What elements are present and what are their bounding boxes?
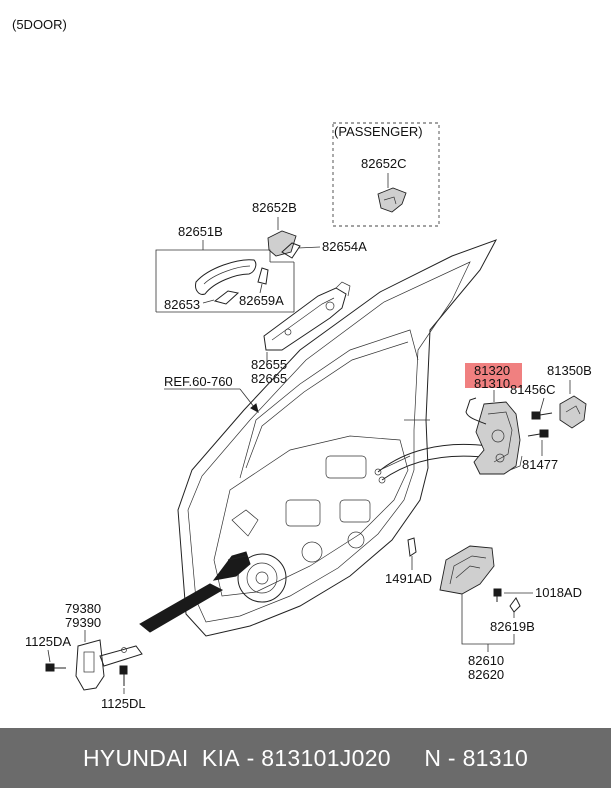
- cap-82619B: [509, 597, 521, 613]
- footer-catalog-ref: N - 81310: [424, 744, 529, 771]
- label-82610: 82610: [468, 653, 504, 668]
- door-checker: [75, 639, 143, 691]
- label-1125DL: 1125DL: [101, 696, 146, 711]
- clip-1491AD: [407, 537, 417, 557]
- cap-gasket: [281, 242, 301, 259]
- footer-separator: -: [239, 744, 262, 771]
- label-1018AD: 1018AD: [535, 585, 582, 600]
- handle-pad-front: [213, 290, 240, 305]
- label-82620: 82620: [468, 667, 504, 682]
- label-1125DA: 1125DA: [25, 634, 71, 649]
- label-82619B: 82619B: [490, 619, 535, 634]
- highlight-81320-81310: [465, 363, 522, 388]
- door-striker: [559, 395, 587, 429]
- latch-cables: [374, 443, 493, 484]
- label-81477: 81477: [522, 457, 558, 472]
- part-number-footer: HYUNDAI KIA - 813101J020 N - 81310: [0, 728, 611, 788]
- label-82655: 82655: [251, 357, 287, 372]
- latch-screw-81477: [527, 429, 549, 438]
- handle-pad-rear: [257, 267, 269, 285]
- inside-door-handle: [439, 545, 495, 595]
- label-81320: 81320: [474, 363, 510, 378]
- footer-part-number: 813101J020: [261, 744, 391, 771]
- passenger-box-label: (PASSENGER): [334, 124, 423, 139]
- label-82659A: 82659A: [239, 293, 284, 308]
- label-82653: 82653: [164, 297, 200, 312]
- ref-label: REF.60-760: [164, 374, 233, 389]
- door-latch-assembly: [465, 397, 523, 475]
- door-checker-link: [139, 551, 251, 633]
- latch-screw-81456C: [531, 411, 553, 420]
- footer-gap: [391, 745, 424, 772]
- label-1491AD: 1491AD: [385, 571, 432, 586]
- door-panel: [177, 239, 498, 637]
- screw-1018AD: [493, 588, 502, 602]
- bolt-1125DL: [119, 665, 128, 686]
- label-82652B: 82652B: [252, 200, 297, 215]
- label-79390: 79390: [65, 615, 101, 630]
- passenger-box: [332, 122, 440, 227]
- label-82665: 82665: [251, 371, 287, 386]
- label-81310: 81310: [474, 376, 510, 391]
- key-cylinder-cap-passenger: [377, 187, 407, 213]
- label-79380: 79380: [65, 601, 101, 616]
- footer-brand: HYUNDAI KIA: [82, 744, 240, 771]
- label-81456C: 81456C: [510, 382, 556, 397]
- outside-handle-base: [263, 281, 351, 351]
- label-82651B: 82651B: [178, 224, 223, 239]
- outside-door-handle: [195, 259, 257, 295]
- variant-note: (5DOOR): [12, 17, 67, 32]
- label-82654A: 82654A: [322, 239, 367, 254]
- label-82652C: 82652C: [361, 156, 407, 171]
- exploded-door-diagram: (5DOOR) (PASSENGER) 82652C 82652B 82654A…: [12, 17, 592, 711]
- label-81350B: 81350B: [547, 363, 592, 378]
- bolt-1125DA: [45, 663, 66, 672]
